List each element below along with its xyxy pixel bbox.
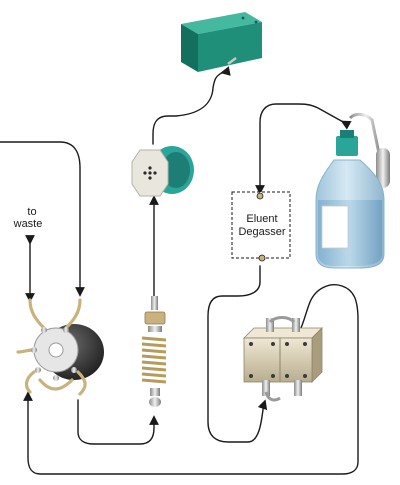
detector-box-icon	[181, 12, 262, 72]
tube-left-loop	[0, 141, 85, 297]
column-icon	[141, 296, 167, 407]
tube-degasser-to-pump	[207, 265, 268, 443]
pump-icon	[243, 316, 323, 402]
injection-valve-icon	[16, 298, 104, 396]
to-waste-label-line1: to	[27, 206, 37, 218]
to-waste-label-line2: waste	[13, 218, 43, 230]
degasser-box	[231, 191, 291, 262]
tube-valve-to-column	[77, 399, 159, 445]
eluent-bottle-icon	[315, 112, 390, 269]
flow-cell-icon	[131, 146, 194, 197]
tube-bottle-to-degasser	[255, 103, 352, 195]
degasser-label-line1: Eluent	[246, 213, 278, 225]
tube-detector-out	[152, 66, 231, 145]
tube-pump-to-loop	[23, 284, 359, 475]
degasser-label-line2: Degasser	[238, 226, 286, 238]
tubing-lines	[0, 66, 359, 475]
